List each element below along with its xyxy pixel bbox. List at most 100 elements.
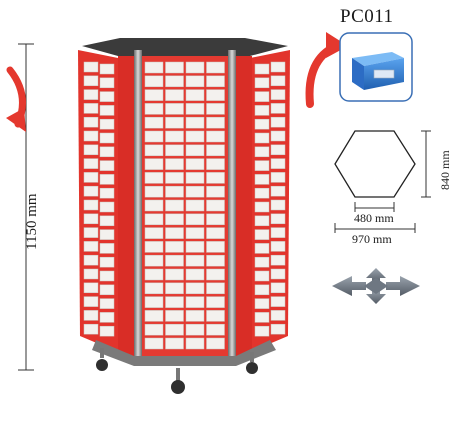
hexagon-footprint-icon <box>334 130 431 233</box>
drawer <box>83 282 99 294</box>
drawer <box>144 296 164 308</box>
rotate-left-arrow-icon <box>6 66 26 132</box>
drawer <box>99 312 115 323</box>
drawer <box>83 268 99 280</box>
drawer <box>254 118 270 130</box>
drawer <box>185 116 205 129</box>
drawer <box>185 61 205 74</box>
drawer <box>270 75 286 87</box>
drawer <box>165 199 184 212</box>
drawer <box>165 241 184 253</box>
height-dimension-label: 1150 mm <box>24 193 40 250</box>
drawer <box>83 61 99 73</box>
drawer <box>165 172 184 184</box>
depth-dimension-label: 840 mm <box>438 150 452 190</box>
drawer <box>254 325 270 337</box>
drawer <box>144 323 164 336</box>
drawer <box>83 172 99 183</box>
model-code-label: PC011 <box>340 6 394 27</box>
drawer <box>206 268 225 281</box>
drawer <box>185 89 205 101</box>
drawer <box>254 174 270 185</box>
drawer <box>99 160 115 171</box>
drawer <box>206 116 225 129</box>
drawer <box>165 158 184 170</box>
drawer <box>165 116 184 129</box>
drawer <box>206 61 225 74</box>
drawer <box>83 310 99 321</box>
drawer <box>206 158 225 170</box>
drawer <box>83 296 99 307</box>
drawer <box>185 75 205 88</box>
drawer <box>144 103 164 115</box>
drawer <box>99 201 115 213</box>
drawer <box>270 158 286 169</box>
drawer <box>185 144 205 157</box>
drawer <box>83 75 99 87</box>
drawer <box>206 75 225 88</box>
drawer <box>165 61 184 74</box>
drawer <box>144 116 164 129</box>
drawer <box>185 282 205 295</box>
drawer <box>165 89 184 101</box>
drawer <box>206 144 225 157</box>
drawer <box>165 213 184 226</box>
drawer <box>206 172 225 184</box>
drawer <box>254 63 270 75</box>
drawer <box>270 268 286 280</box>
drawer <box>206 89 225 101</box>
drawer <box>254 298 270 309</box>
drawer <box>270 130 286 142</box>
drawer <box>185 296 205 308</box>
drawer <box>254 215 270 227</box>
drawer <box>270 254 286 266</box>
drawer <box>99 284 115 296</box>
drawer <box>185 268 205 281</box>
four-way-arrow-icon <box>332 268 420 304</box>
drawer <box>206 213 225 226</box>
width-dimension-label: 970 mm <box>352 232 392 246</box>
drawer <box>206 103 225 115</box>
drawer <box>206 185 225 198</box>
drawer <box>206 254 225 267</box>
drawer <box>99 118 115 130</box>
storage-drawer-icon <box>339 32 413 102</box>
drawer <box>206 227 225 239</box>
rotating-drawer-rack <box>78 38 290 394</box>
drawer <box>206 337 225 350</box>
drawer <box>270 172 286 183</box>
drawer <box>185 172 205 184</box>
drawer <box>99 256 115 268</box>
drawer <box>144 282 164 295</box>
drawer <box>99 243 115 254</box>
drawer <box>144 199 164 212</box>
drawer <box>165 185 184 198</box>
drawer <box>254 270 270 282</box>
drawer <box>83 158 99 169</box>
drawer <box>83 185 99 197</box>
drawer <box>185 185 205 198</box>
drawer <box>206 310 225 322</box>
drawer <box>206 323 225 336</box>
height-dimension-line <box>18 43 34 371</box>
drawer <box>185 158 205 170</box>
drawer <box>165 282 184 295</box>
drawer <box>254 256 270 268</box>
drawer <box>165 323 184 336</box>
drawer <box>83 144 99 156</box>
drawer-grid <box>83 61 286 350</box>
drawer <box>254 160 270 171</box>
drawer <box>270 310 286 321</box>
drawer <box>144 241 164 253</box>
drawer <box>99 187 115 199</box>
drawer <box>144 61 164 74</box>
drawer <box>270 185 286 197</box>
drawer <box>270 227 286 238</box>
drawer <box>144 75 164 88</box>
drawer <box>185 130 205 143</box>
drawer <box>83 89 99 100</box>
drawer <box>99 63 115 75</box>
drawer <box>99 270 115 282</box>
drawer <box>185 227 205 239</box>
drawer <box>83 323 99 335</box>
